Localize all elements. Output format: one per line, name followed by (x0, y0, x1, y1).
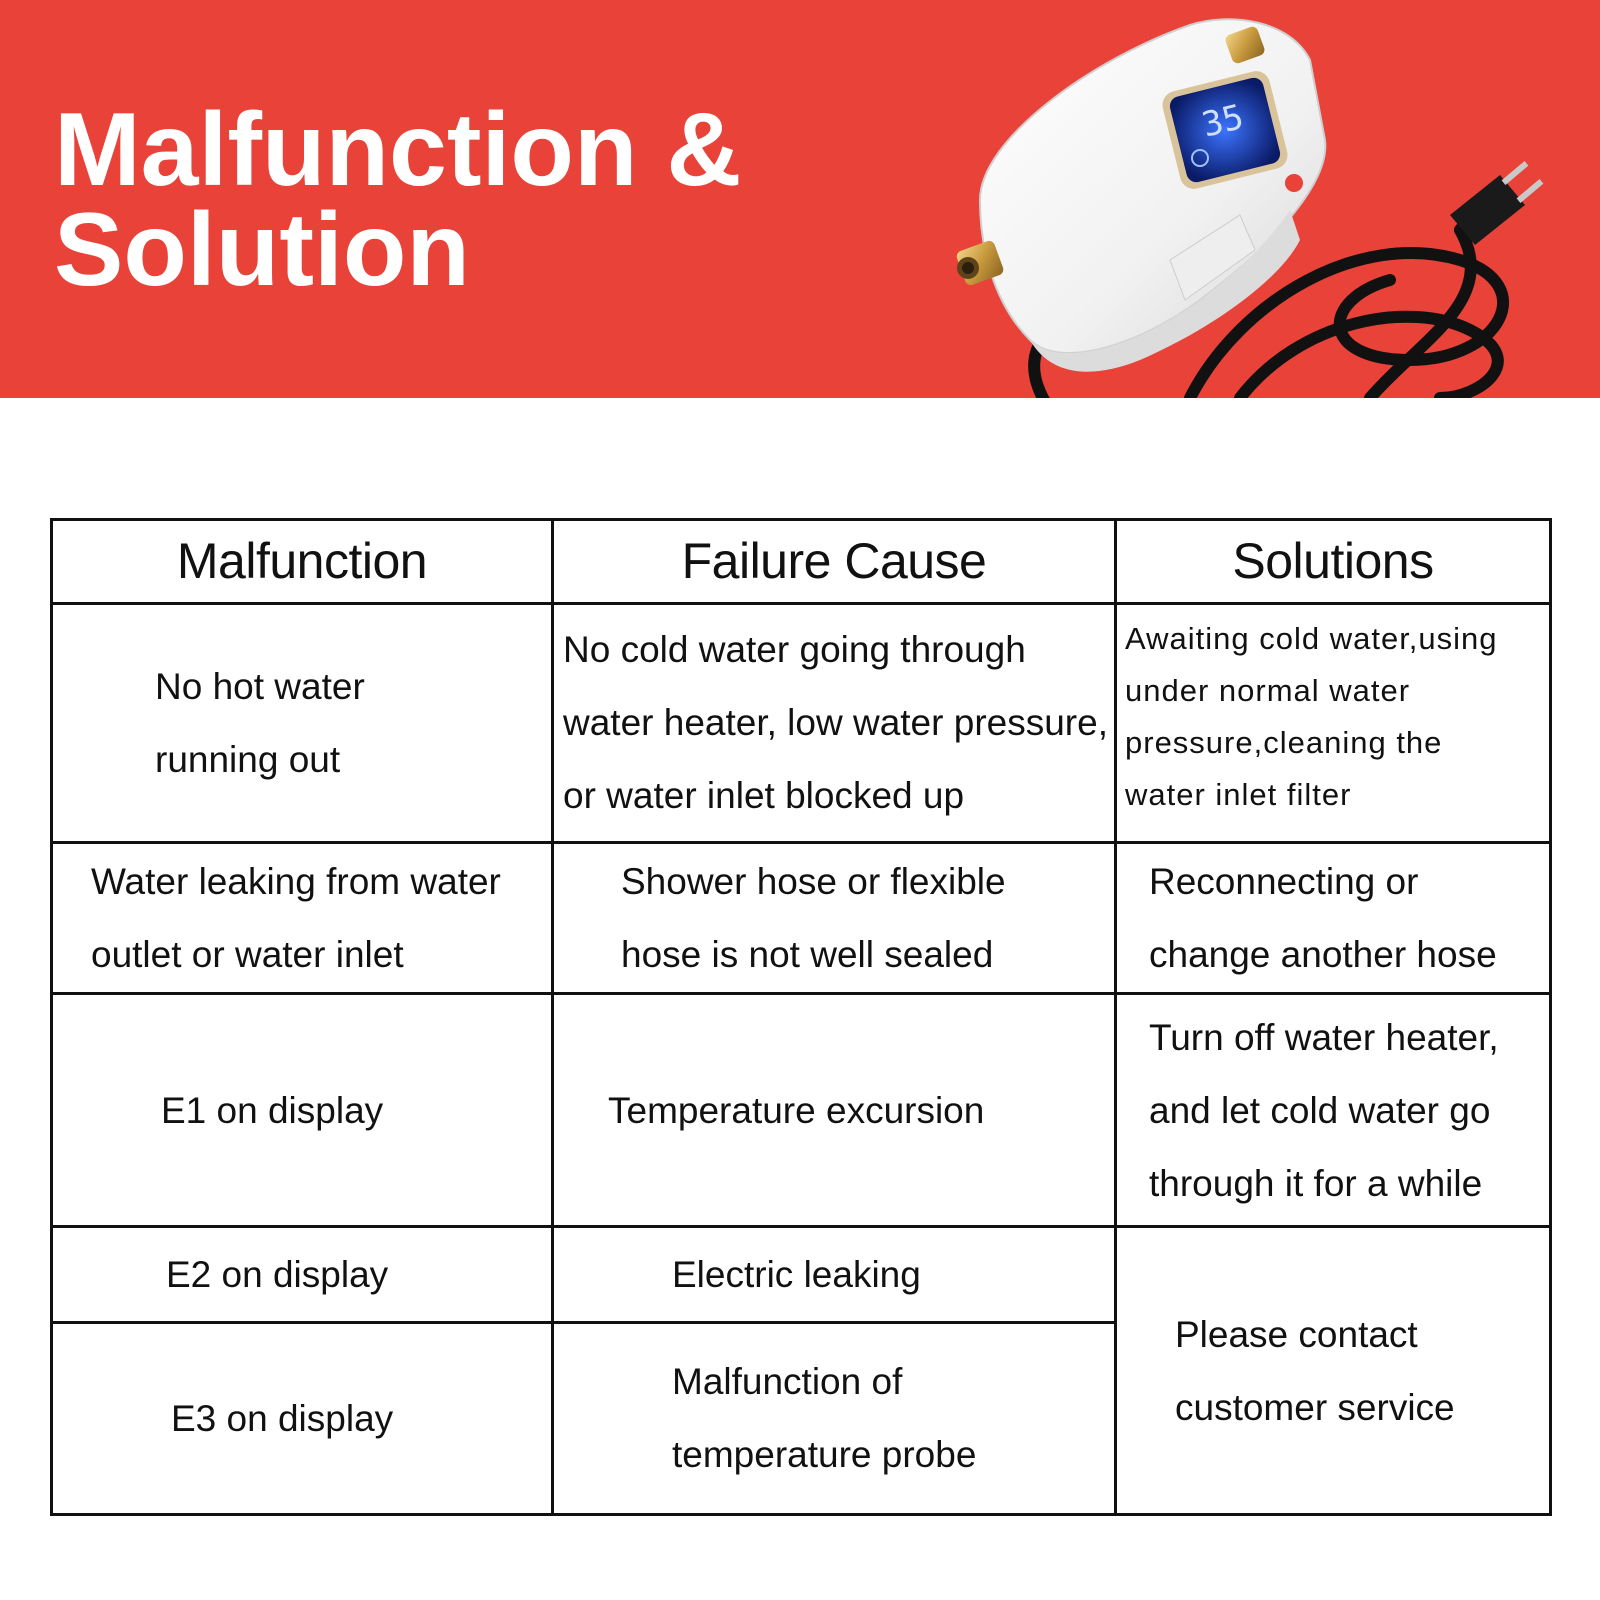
malfunction-cell: E3 on display (50, 1320, 554, 1517)
troubleshooting-table: Malfunction Failure Cause Solutions No h… (50, 518, 1552, 1517)
solution-cell: Reconnecting or change another hose (1114, 840, 1552, 995)
solution-line: pressure,cleaning the (1125, 724, 1443, 760)
cause-line: Malfunction of (672, 1361, 903, 1403)
solution-cell: Awaiting cold water,using under normal w… (1114, 601, 1552, 844)
cause-line: or water inlet blocked up (563, 775, 965, 817)
cause-cell: Malfunction of temperature probe (551, 1320, 1117, 1517)
malfunction-line: No hot water (155, 665, 365, 707)
cause-line: hose is not well sealed (621, 933, 994, 975)
malfunction-line: outlet or water inlet (91, 933, 404, 975)
cause-line: Temperature excursion (608, 1089, 985, 1131)
malfunction-cell: E2 on display (50, 1225, 554, 1324)
cause-line: water heater, low water pressure, (563, 702, 1108, 744)
solution-cell: Turn off water heater, and let cold wate… (1114, 991, 1552, 1229)
cause-line: Shower hose or flexible (621, 860, 1006, 902)
table-row: E3 on display Malfunction of temperature… (50, 1320, 1551, 1517)
header-banner: Malfunction & Solution (0, 0, 1600, 398)
heater-body: 35 (978, 18, 1327, 372)
cause-cell: Shower hose or flexible hose is not well… (551, 840, 1117, 995)
header-malfunction: Malfunction (50, 518, 554, 605)
solution-line: water inlet filter (1125, 776, 1352, 812)
solution-cell: Please contact customer service (1114, 1225, 1552, 1516)
cause-line: No cold water going through (563, 629, 1026, 671)
table-header-row: Malfunction Failure Cause Solutions (50, 518, 1552, 605)
malfunction-cell: E1 on display (50, 991, 554, 1229)
header-failure-cause: Failure Cause (551, 518, 1117, 605)
solution-line: Please contact (1175, 1313, 1418, 1355)
page-title: Malfunction & Solution (54, 92, 742, 308)
cause-cell: No cold water going through water heater… (551, 601, 1117, 844)
malfunction-cell: Water leaking from water outlet or water… (50, 840, 554, 995)
brand-logo-icon (1285, 174, 1303, 192)
solution-line: Reconnecting or (1149, 860, 1419, 902)
power-button-icon (1191, 149, 1209, 167)
header-solutions: Solutions (1114, 518, 1552, 605)
water-outlet-fitting (1225, 26, 1265, 64)
malfunction-line: running out (155, 738, 341, 780)
cause-line: temperature probe (672, 1434, 977, 1476)
malfunction-line: E1 on display (161, 1089, 384, 1131)
cause-line: Electric leaking (672, 1254, 921, 1296)
temperature-display (1169, 77, 1281, 183)
malfunction-line: E2 on display (166, 1254, 389, 1296)
display-value: 35 (1198, 97, 1247, 146)
table-row: E1 on display Temperature excursion Turn… (50, 991, 1552, 1229)
power-plug-icon (1450, 161, 1544, 245)
water-inlet-fitting (956, 240, 1004, 286)
table-row: Water leaking from water outlet or water… (50, 840, 1552, 995)
solution-line: Awaiting cold water,using (1125, 620, 1498, 656)
table-row: No hot water running out No cold water g… (50, 601, 1552, 844)
malfunction-line: E3 on display (171, 1397, 394, 1439)
table-row: E2 on display Electric leaking Please co… (50, 1225, 1552, 1516)
solution-line: and let cold water go (1149, 1089, 1491, 1131)
cause-cell: Temperature excursion (551, 991, 1117, 1229)
malfunction-cell: No hot water running out (50, 601, 554, 844)
solution-line: customer service (1175, 1386, 1455, 1428)
title-line-1: Malfunction & (54, 92, 742, 208)
solution-line: under normal water (1125, 672, 1411, 708)
water-heater-product-image: 35 (956, 18, 1544, 398)
malfunction-line: Water leaking from water (91, 860, 501, 902)
solution-line: Turn off water heater, (1149, 1016, 1499, 1058)
cause-cell: Electric leaking (551, 1225, 1117, 1324)
solution-line: change another hose (1149, 933, 1497, 975)
solution-line: through it for a while (1149, 1162, 1483, 1204)
title-line-2: Solution (54, 192, 470, 308)
